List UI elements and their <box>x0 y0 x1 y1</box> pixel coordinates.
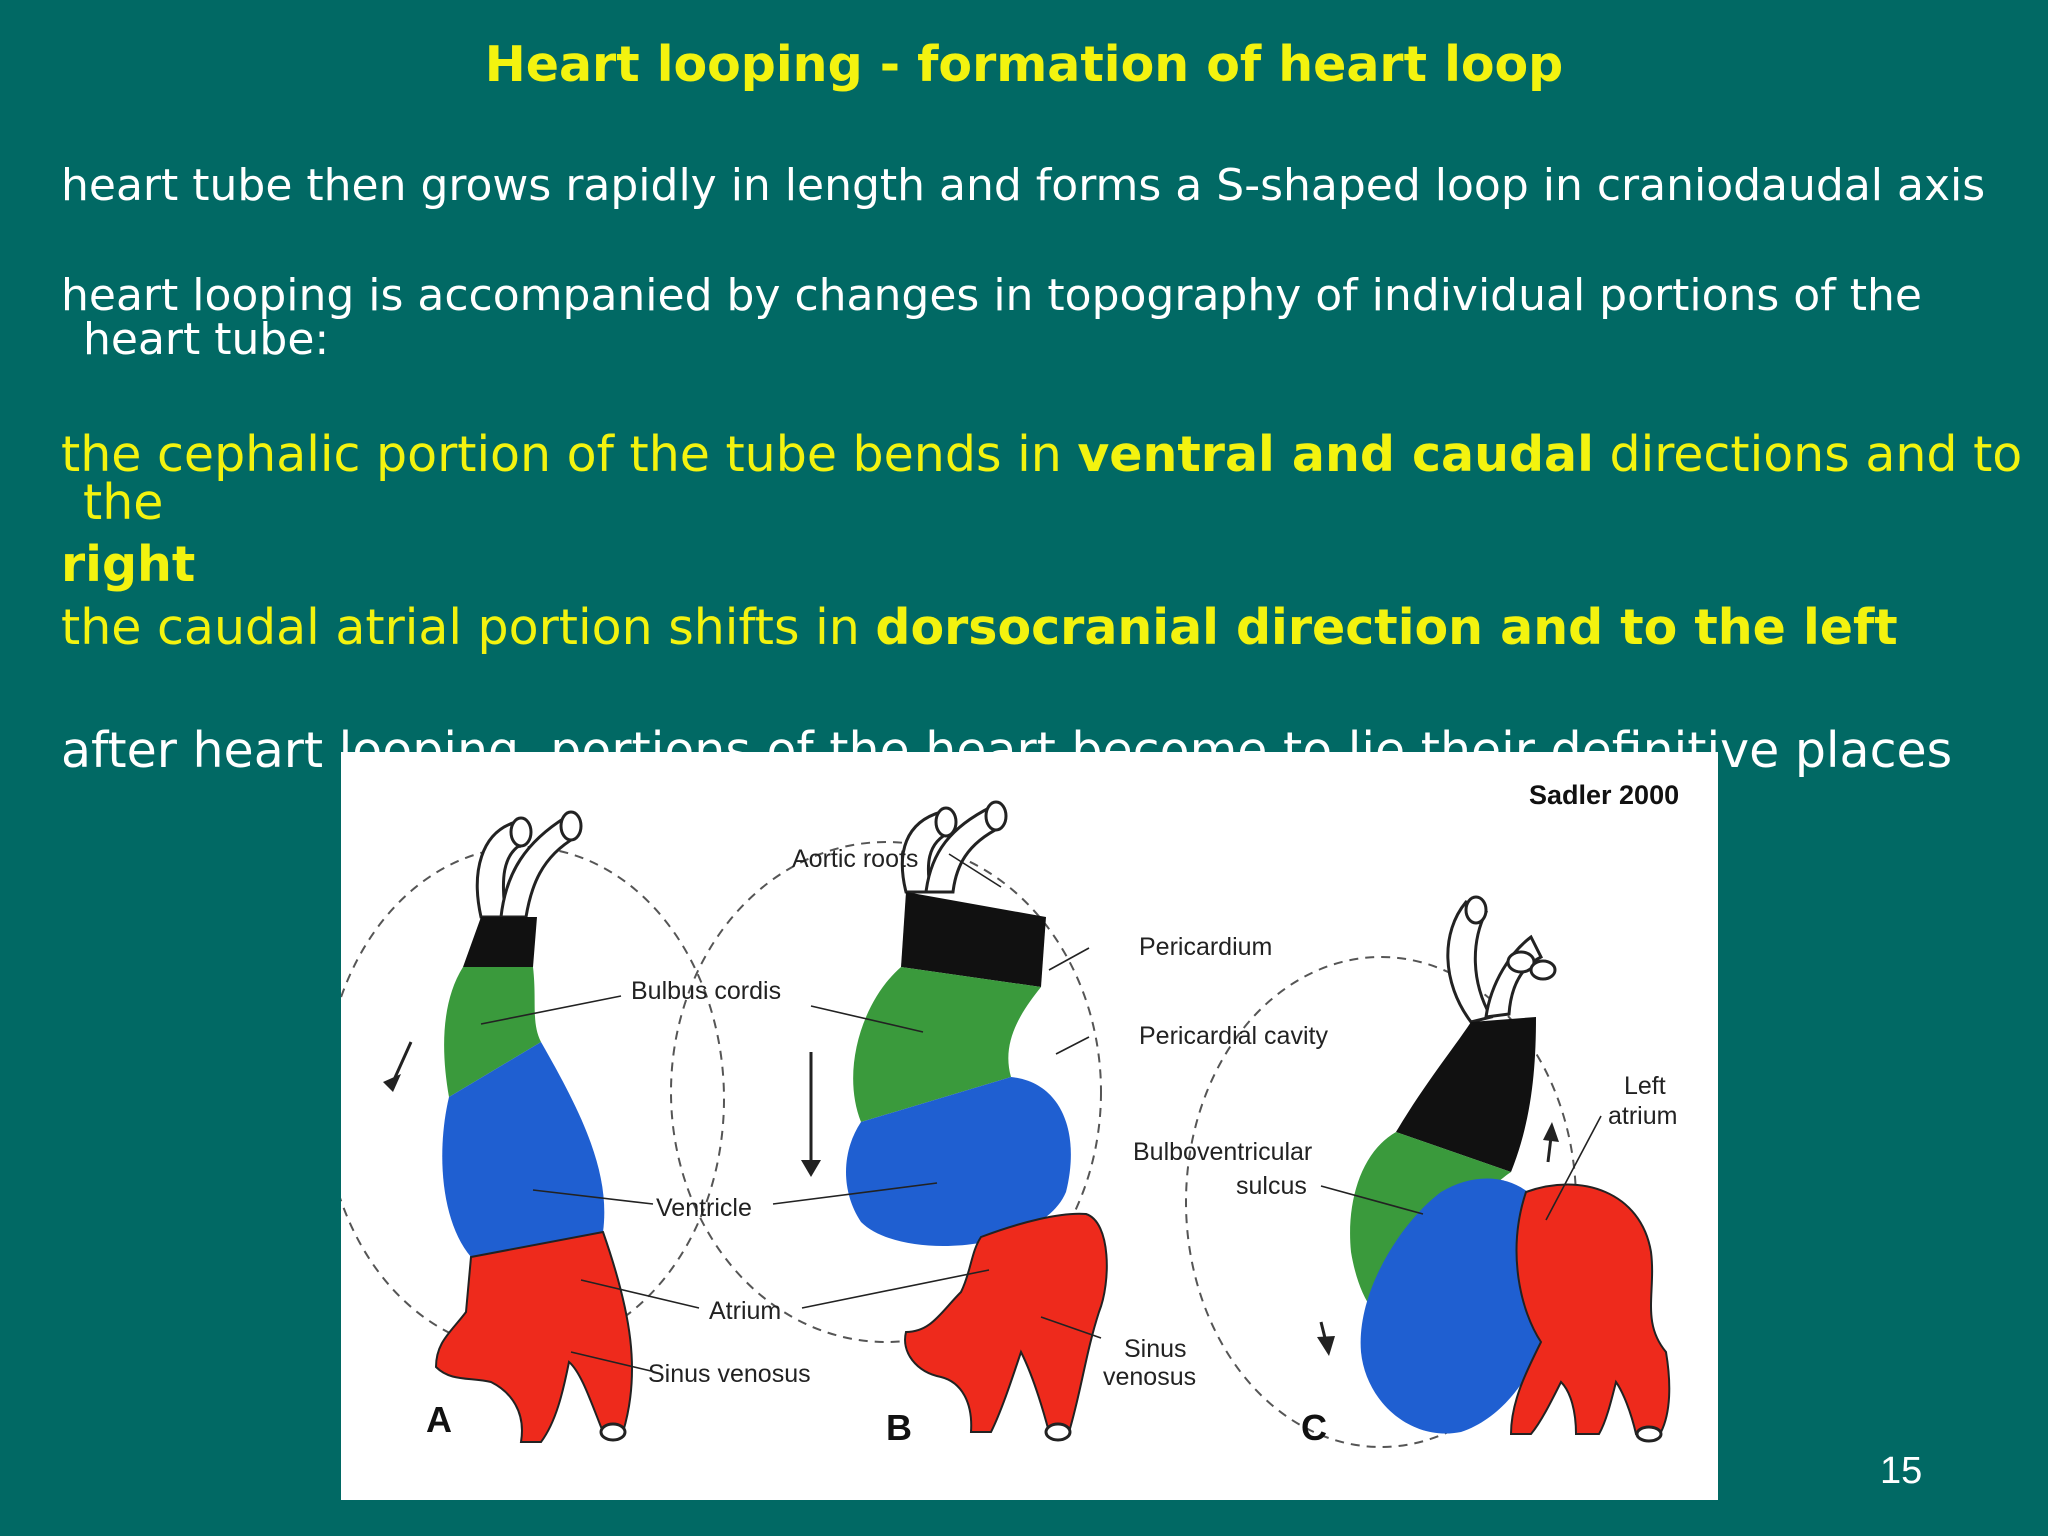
bullet-caudal-text: the caudal atrial portion shifts in <box>61 599 876 656</box>
label-sinus-venosus: Sinus venosus <box>648 1360 811 1388</box>
panel-a-atrium <box>434 1230 634 1443</box>
label-pericardial-cavity: Pericardial cavity <box>1139 1022 1328 1050</box>
panel-c-label: C <box>1301 1407 1327 1448</box>
panel-c-vein-opening <box>1635 1425 1663 1443</box>
leader-bulbus-b <box>810 1005 924 1033</box>
panel-a-root-opening-2 <box>559 810 583 842</box>
leader-sinus-a <box>570 1351 652 1372</box>
panel-c-atrium <box>1509 1183 1671 1436</box>
panel-c-root-opening-1 <box>1464 895 1488 925</box>
panel-c-ventricle <box>1360 1178 1557 1434</box>
label-sinus: Sinus <box>1124 1335 1187 1363</box>
panel-a-label: A <box>426 1399 452 1440</box>
leader-atrium-a <box>580 1279 700 1309</box>
panel-a-bulbus <box>444 967 541 1097</box>
bullet-cephalic-portion: the cephalic portion of the tube bends i… <box>61 426 2022 483</box>
leader-sinus-b <box>1040 1316 1102 1339</box>
panel-c-arrow-up <box>1546 1136 1553 1163</box>
bullet-cephalic-text: the cephalic portion of the tube bends i… <box>61 426 1078 483</box>
label-atrium-left: atrium <box>1608 1102 1677 1130</box>
leader-bulboventricular <box>1320 1185 1424 1215</box>
panel-b-vein-opening <box>1044 1422 1072 1442</box>
panel-b-ventricle <box>846 1077 1071 1246</box>
panel-a-root-opening-1 <box>509 816 533 848</box>
leader-ventricle-b <box>772 1182 938 1205</box>
panel-b-root-opening-2 <box>984 800 1008 832</box>
panel-b-truncus <box>901 892 1046 987</box>
panel-b-arrowhead <box>801 1160 821 1177</box>
leader-aortic-roots <box>948 853 1002 888</box>
heart-looping-figure: Sadler 2000 A B <box>341 752 1718 1500</box>
panel-c-aortic-root-right <box>1484 934 1544 1019</box>
figure-credit: Sadler 2000 <box>1529 780 1679 810</box>
panel-c-heart <box>1185 895 1671 1448</box>
panel-b-atrium <box>904 1212 1108 1433</box>
label-sulcus: sulcus <box>1236 1172 1307 1200</box>
panel-b-root-opening-1 <box>934 806 958 838</box>
label-bulbus-cordis: Bulbus cordis <box>631 977 781 1005</box>
leader-left-atrium <box>1545 1115 1602 1221</box>
panel-b-label: B <box>886 1407 912 1448</box>
bullet-tube-growth: heart tube then grows rapidly in length … <box>61 160 1986 211</box>
heart-looping-diagram: Sadler 2000 A B <box>341 780 1679 1448</box>
bullet-topography-line1: heart looping is accompanied by changes … <box>61 270 1922 321</box>
leader-pericardium <box>1048 947 1090 971</box>
leader-lines <box>480 853 1602 1372</box>
panel-a-arrow <box>391 1041 413 1083</box>
page-number: 15 <box>1880 1450 1923 1492</box>
panel-c-truncus <box>1396 1017 1536 1172</box>
leader-bulbus-a <box>480 995 622 1025</box>
bullet-cephalic-line2: the <box>83 474 164 531</box>
panel-c-arrowhead-down <box>1317 1336 1335 1356</box>
panel-a-arrowhead <box>383 1074 401 1092</box>
label-ventricle: Ventricle <box>656 1194 752 1222</box>
bullet-topography-line2: heart tube: <box>83 314 330 365</box>
panel-c-root-opening-3 <box>1529 959 1557 981</box>
label-atrium: Atrium <box>709 1297 781 1325</box>
bullet-cephalic-text-end: directions and to <box>1593 426 2023 483</box>
panel-a-heart <box>341 810 725 1443</box>
bullet-cephalic-line3: right <box>61 536 196 593</box>
leader-ventricle-a <box>532 1189 654 1205</box>
panel-a-truncus <box>463 917 537 967</box>
bullet-caudal-emphasis: dorsocranial direction and to the left <box>875 599 1898 656</box>
panel-c-arrowhead-up <box>1543 1122 1559 1142</box>
panel-b-bulbus <box>853 967 1041 1122</box>
label-left: Left <box>1624 1072 1666 1100</box>
panel-a-vein-opening <box>599 1422 627 1442</box>
panel-b-pericardium <box>670 841 1102 1343</box>
label-pericardium: Pericardium <box>1139 933 1272 961</box>
label-venosus: venosus <box>1103 1363 1196 1391</box>
label-aortic-roots: Aortic roots <box>792 845 918 873</box>
bullet-caudal-atrial: the caudal atrial portion shifts in dors… <box>61 599 1898 656</box>
label-bulboventricular: Bulboventricular <box>1133 1138 1312 1166</box>
slide-title: Heart looping - formation of heart loop <box>484 36 1564 93</box>
bullet-cephalic-emphasis: ventral and caudal <box>1077 426 1594 483</box>
panel-a-ventricle <box>442 1042 605 1257</box>
panel-b-heart <box>670 800 1108 1442</box>
leader-pericardial-cavity <box>1055 1036 1090 1055</box>
leader-atrium-b <box>801 1269 990 1309</box>
panel-c-root-opening-2 <box>1506 950 1536 974</box>
